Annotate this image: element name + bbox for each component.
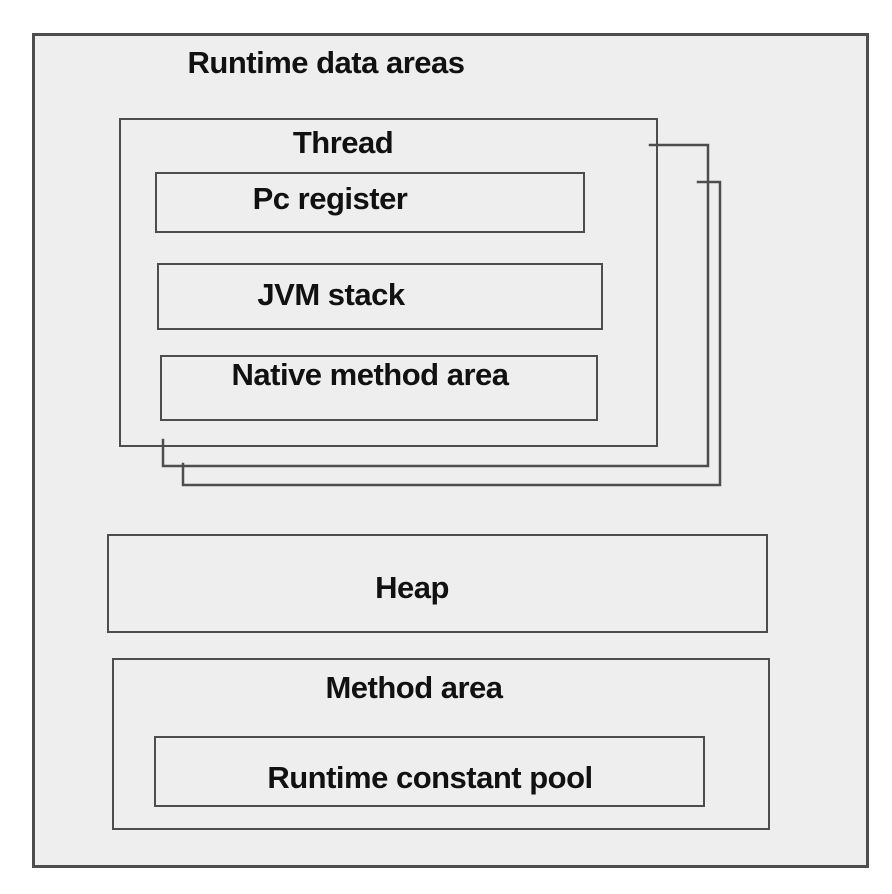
diagram-title: Runtime data areas [187, 45, 466, 80]
runtime-constant-pool-box [154, 736, 705, 807]
heap-label: Heap [375, 570, 449, 605]
jvm-stack-label: JVM stack [257, 277, 405, 312]
heap-box [107, 534, 768, 633]
method-area-label: Method area [325, 670, 503, 705]
native-method-area-label: Native method area [231, 357, 510, 392]
pc-register-label: Pc register [252, 181, 408, 216]
thread-label: Thread [292, 125, 394, 160]
runtime-constant-pool-label: Runtime constant pool [267, 760, 593, 795]
